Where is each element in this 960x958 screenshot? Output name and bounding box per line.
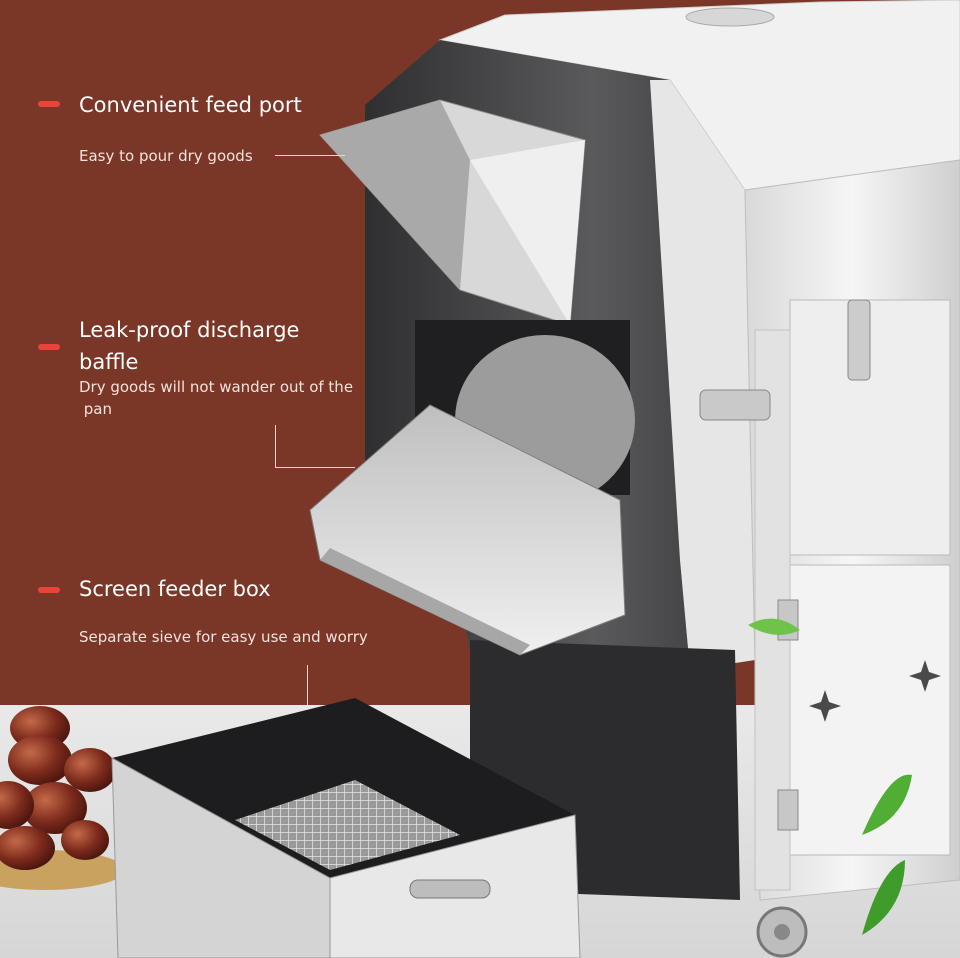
accent-dash-1: [38, 101, 60, 107]
feature-title-screen-feeder-box: Screen feeder box: [79, 577, 271, 601]
accent-dash-3: [38, 587, 60, 593]
accent-dash-2: [38, 344, 60, 350]
leader-line-2-vertical: [275, 425, 276, 468]
feature-title-discharge-baffle-line1: Leak-proof discharge: [79, 318, 300, 342]
feature-desc-discharge-baffle-line2: pan: [79, 400, 112, 418]
feature-desc-screen-feeder-box: Separate sieve for easy use and worry: [79, 628, 368, 646]
leader-line-3: [307, 665, 308, 705]
feature-title-feed-port: Convenient feed port: [79, 93, 302, 117]
feature-desc-discharge-baffle-line1: Dry goods will not wander out of the: [79, 378, 354, 396]
leader-line-2-horizontal: [275, 467, 355, 468]
leader-line-1: [275, 155, 345, 156]
feature-title-discharge-baffle-line2: baffle: [79, 350, 139, 374]
feature-desc-feed-port: Easy to pour dry goods: [79, 147, 253, 165]
